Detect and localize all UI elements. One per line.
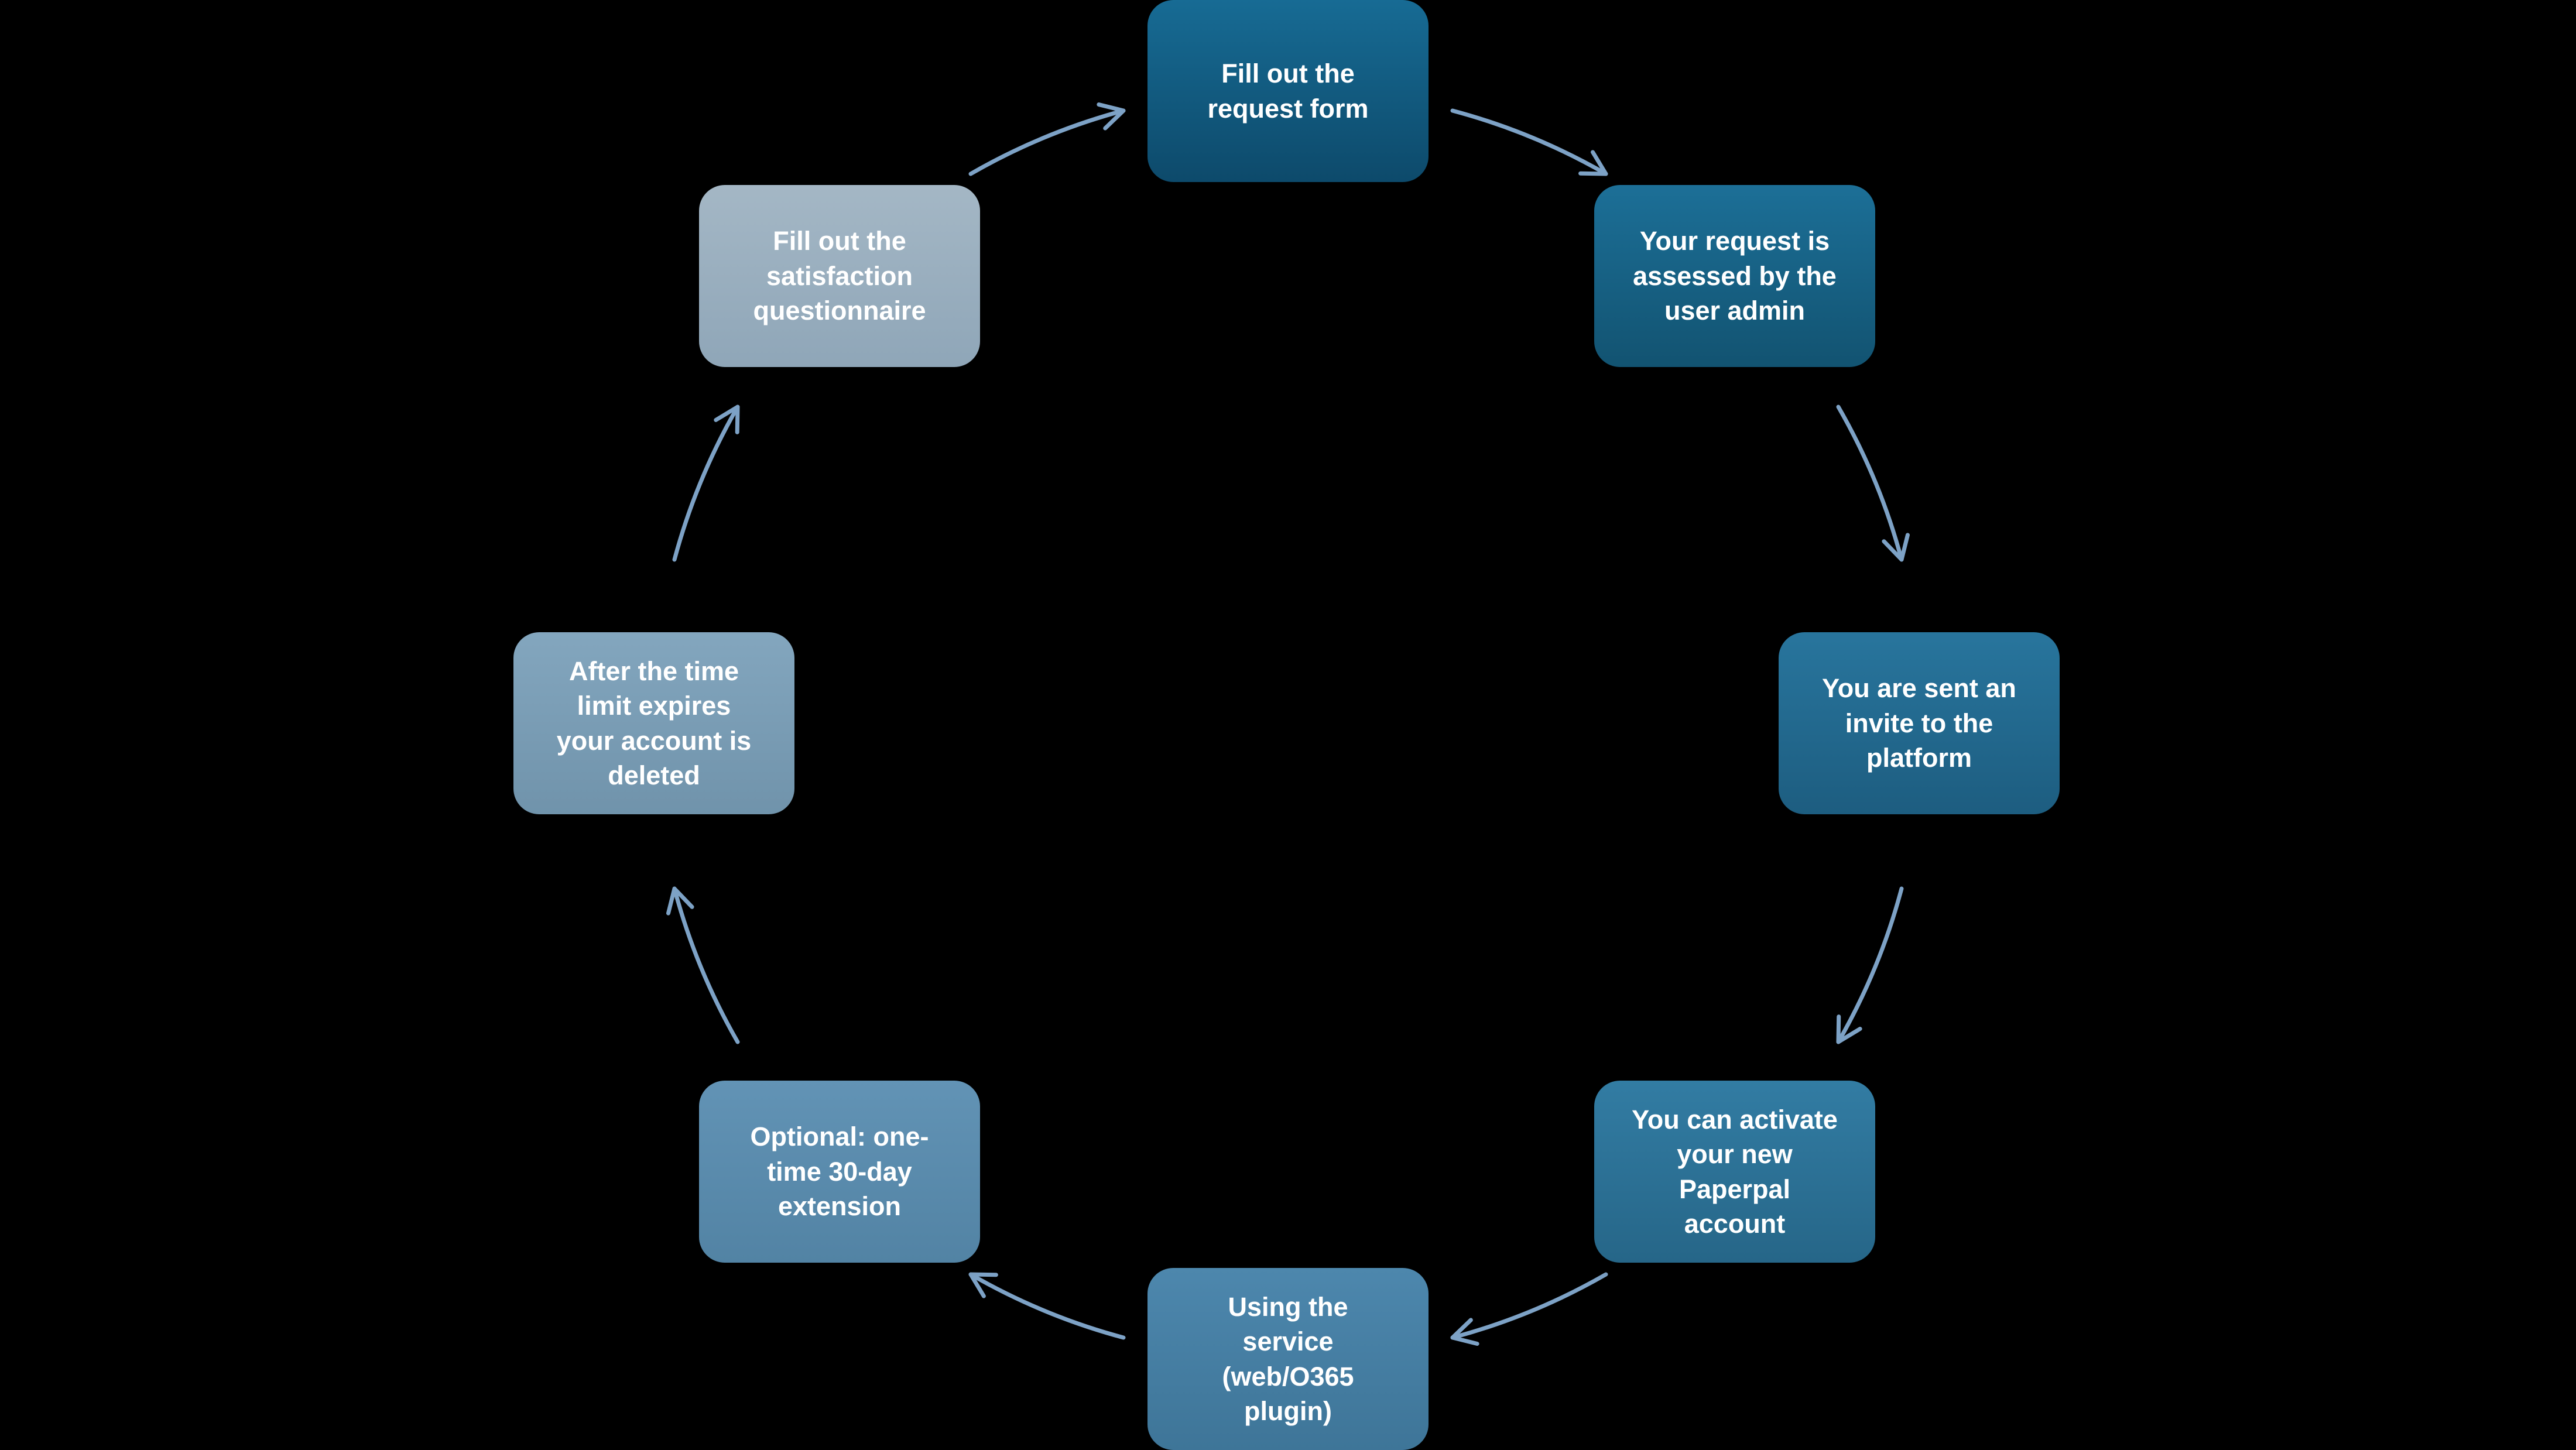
node-request-assessed-by-admin: Your request is assessed by the user adm… bbox=[1594, 185, 1875, 367]
node-optional-extension: Optional: one- time 30-day extension bbox=[699, 1081, 980, 1263]
node-label-account-deleted: After the time limit expires your accoun… bbox=[556, 656, 752, 790]
node-label-invite-sent: You are sent an invite to the platform bbox=[1822, 673, 2016, 773]
arrow-bottomright-to-bottom-icon bbox=[1450, 1272, 1608, 1346]
arrow-right-to-bottomright-icon bbox=[1836, 886, 1904, 1044]
arrow-left-to-topleft-icon bbox=[672, 405, 740, 562]
node-fill-request-form: Fill out the request form bbox=[1147, 0, 1429, 182]
node-label-activate-paperpal-account: You can activate your new Paperpal accou… bbox=[1632, 1104, 1838, 1239]
node-label-request-assessed-by-admin: Your request is assessed by the user adm… bbox=[1633, 226, 1837, 326]
node-activate-paperpal-account: You can activate your new Paperpal accou… bbox=[1594, 1081, 1875, 1263]
arrow-top-to-topright-icon bbox=[1450, 108, 1608, 176]
node-label-satisfaction-questionnaire: Fill out the satisfaction questionnaire bbox=[753, 226, 926, 326]
arrow-topright-to-right-icon bbox=[1836, 405, 1910, 562]
arrow-topleft-to-top-icon bbox=[968, 102, 1126, 176]
arrow-bottomleft-to-left-icon bbox=[666, 886, 740, 1044]
node-using-the-service: Using the service (web/O365 plugin) bbox=[1147, 1268, 1429, 1450]
arrow-bottom-to-bottomleft-icon bbox=[968, 1272, 1126, 1340]
node-satisfaction-questionnaire: Fill out the satisfaction questionnaire bbox=[699, 185, 980, 367]
node-invite-sent: You are sent an invite to the platform bbox=[1779, 632, 2060, 814]
node-label-using-the-service: Using the service (web/O365 plugin) bbox=[1222, 1291, 1354, 1426]
node-label-optional-extension: Optional: one- time 30-day extension bbox=[750, 1122, 929, 1222]
node-label-fill-request-form: Fill out the request form bbox=[1207, 59, 1369, 124]
node-account-deleted: After the time limit expires your accoun… bbox=[513, 632, 794, 814]
